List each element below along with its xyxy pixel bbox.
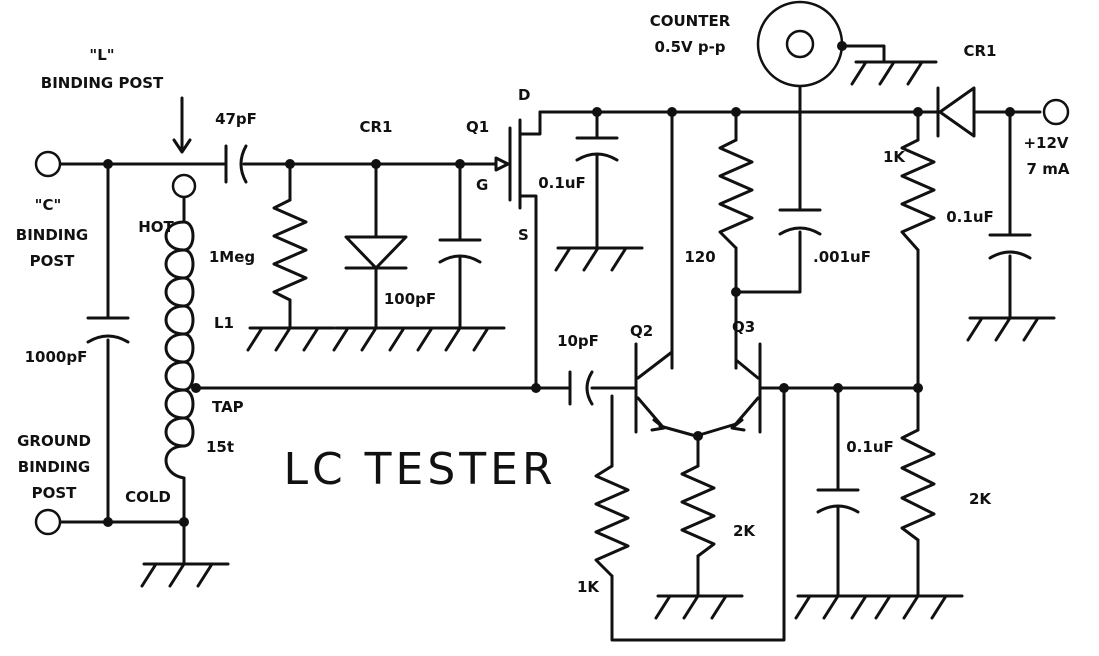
ground-binding-post-terminal bbox=[34, 508, 62, 536]
coil-cold-label: COLD bbox=[125, 488, 171, 506]
coil-windings bbox=[164, 220, 186, 480]
coil-tap-label: TAP bbox=[212, 398, 244, 416]
cap-001uf-label: .001uF bbox=[813, 248, 871, 266]
resistor-1meg bbox=[272, 198, 308, 302]
q1-gate-arrow bbox=[494, 156, 510, 172]
q2-label: Q2 bbox=[630, 322, 653, 340]
q1-gate-label: G bbox=[476, 176, 488, 194]
cap-01uf-drain-label: 0.1uF bbox=[538, 174, 586, 192]
q1-drain-label: D bbox=[518, 86, 530, 104]
ground-100pf bbox=[416, 326, 506, 352]
cr1-supply-label: CR1 bbox=[964, 42, 997, 60]
coil-name-label: L1 bbox=[214, 314, 234, 332]
cap-01uf-bottom-label: 0.1uF bbox=[846, 438, 894, 456]
cap-100pf-label: 100pF bbox=[384, 290, 436, 308]
supply-label-1: +12V bbox=[1023, 134, 1068, 152]
diode-cr1-body bbox=[344, 235, 408, 270]
ground-post-label-2: BINDING bbox=[18, 458, 90, 476]
resistors bbox=[272, 138, 936, 578]
ground-symbols bbox=[140, 60, 1056, 620]
ground-01uf-drain bbox=[554, 246, 644, 272]
resistor-2k-right-label: 2K bbox=[969, 490, 992, 508]
supply-terminal bbox=[1042, 98, 1070, 126]
transistors bbox=[494, 156, 762, 434]
counter-label-1: COUNTER bbox=[650, 12, 731, 30]
coil-turns-label: 15t bbox=[206, 438, 234, 456]
c-binding-post-terminal bbox=[34, 150, 62, 178]
supply-label-2: 7 mA bbox=[1027, 160, 1070, 178]
c-post-label-1: "C" bbox=[35, 196, 62, 214]
cr1-top-label: CR1 bbox=[360, 118, 393, 136]
ground-cr1 bbox=[332, 326, 422, 352]
junction-dots bbox=[103, 41, 1015, 527]
q1-label: Q1 bbox=[466, 118, 489, 136]
cap-1000pf-plate-b bbox=[86, 334, 130, 344]
diagram-title: LC TESTER bbox=[283, 444, 556, 495]
resistor-120-label: 120 bbox=[684, 248, 715, 266]
wires bbox=[56, 44, 1042, 642]
q3-emitter-arrow bbox=[730, 418, 746, 432]
terminals bbox=[34, 0, 1070, 536]
resistor-2k-emitter bbox=[680, 464, 716, 558]
l-post-label-1: "L" bbox=[89, 46, 114, 64]
resistor-1meg-label: 1Meg bbox=[209, 248, 255, 266]
cap-1000pf-label: 1000pF bbox=[25, 348, 88, 366]
q3-label: Q3 bbox=[732, 318, 755, 336]
resistor-2k-emitter-label: 2K bbox=[733, 522, 756, 540]
cap-10pf-label: 10pF bbox=[557, 332, 599, 350]
cap-47pf-label: 47pF bbox=[215, 110, 257, 128]
resistor-1k-top-label: 1K bbox=[883, 148, 906, 166]
ground-2k-emitter bbox=[654, 594, 744, 620]
capacitors bbox=[86, 136, 1032, 514]
ground-coil bbox=[140, 562, 230, 588]
c-post-label-2: BINDING bbox=[16, 226, 88, 244]
labels: "L" BINDING POST "C" BINDING POST GROUND… bbox=[16, 12, 1070, 596]
cap-47pf-plate-b bbox=[239, 144, 248, 184]
ground-post-label-3: POST bbox=[32, 484, 78, 502]
resistor-1k-top bbox=[900, 138, 936, 252]
resistor-1k-bottom-label: 1K bbox=[577, 578, 600, 596]
ground-2k-right bbox=[874, 594, 964, 620]
diodes bbox=[344, 86, 976, 270]
ground-post-label-1: GROUND bbox=[17, 432, 91, 450]
counter-label-2: 0.5V p-p bbox=[654, 38, 725, 56]
l-post-label-2: BINDING POST bbox=[41, 74, 164, 92]
cap-01uf-supply-label: 0.1uF bbox=[946, 208, 994, 226]
resistor-2k-right bbox=[900, 428, 936, 542]
ground-1meg bbox=[246, 326, 336, 352]
diode-cr1-supply-body bbox=[938, 86, 976, 138]
resistor-120 bbox=[718, 138, 754, 250]
coil-hot-label: HOT bbox=[138, 218, 174, 236]
q1-source-label: S bbox=[518, 226, 529, 244]
hot-terminal bbox=[171, 173, 197, 199]
resistor-1k-bottom bbox=[594, 464, 630, 578]
c-post-label-3: POST bbox=[30, 252, 76, 270]
ground-supply bbox=[966, 316, 1056, 342]
counter-connector-inner bbox=[785, 29, 815, 59]
ground-counter bbox=[850, 60, 938, 86]
ground-01uf-bottom bbox=[794, 594, 884, 620]
coil-l1 bbox=[164, 220, 195, 480]
q2-emitter-arrow bbox=[650, 418, 666, 432]
